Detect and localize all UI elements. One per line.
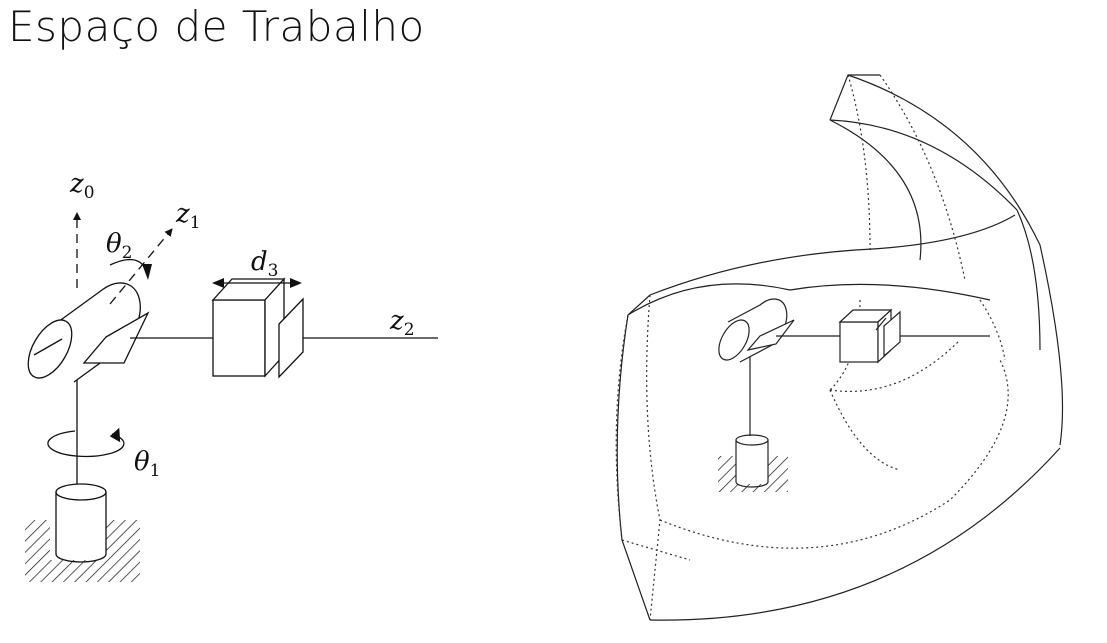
label-z0: z0 <box>69 169 95 203</box>
base-cylinder <box>55 483 107 563</box>
workspace-top-corner <box>829 74 880 121</box>
workspace-back-rim <box>829 119 1018 211</box>
manipulator-schematic <box>25 212 438 582</box>
label-z2: z2 <box>389 306 415 340</box>
workspace-hidden-edges <box>615 74 1009 621</box>
label-theta1: θ1 <box>134 447 160 481</box>
label-d3: d3 <box>251 247 278 281</box>
workspace-bottom-edge <box>649 447 1061 621</box>
slide-title: Espaço de Trabalho <box>8 2 425 51</box>
workspace-right-side <box>1016 209 1041 351</box>
mini-base-cylinder <box>735 434 769 488</box>
theta2-rotation-arrow <box>109 258 152 280</box>
math-labels: z0 z1 θ2 d3 z2 θ1 <box>69 169 415 481</box>
prismatic-joint-box <box>211 277 286 378</box>
mini-shoulder-cylinder <box>718 298 795 363</box>
theta1-rotation-arrow <box>47 427 125 458</box>
z1-axis <box>109 228 173 305</box>
workspace-top-back-edge <box>847 74 1064 446</box>
label-theta2: θ2 <box>106 229 132 263</box>
label-z1: z1 <box>175 199 201 233</box>
shoulder-plate <box>82 311 150 364</box>
workspace-left-top <box>627 294 651 316</box>
workspace-inner-back <box>829 119 922 261</box>
mini-prismatic-box <box>838 308 901 364</box>
workspace-left-face <box>616 314 651 621</box>
workspace-outer-arc <box>627 283 991 316</box>
d3-double-arrow <box>212 278 302 288</box>
workspace-top-rim <box>649 214 1016 296</box>
prismatic-end-plate <box>278 297 304 379</box>
workspace-volume <box>615 74 1064 621</box>
